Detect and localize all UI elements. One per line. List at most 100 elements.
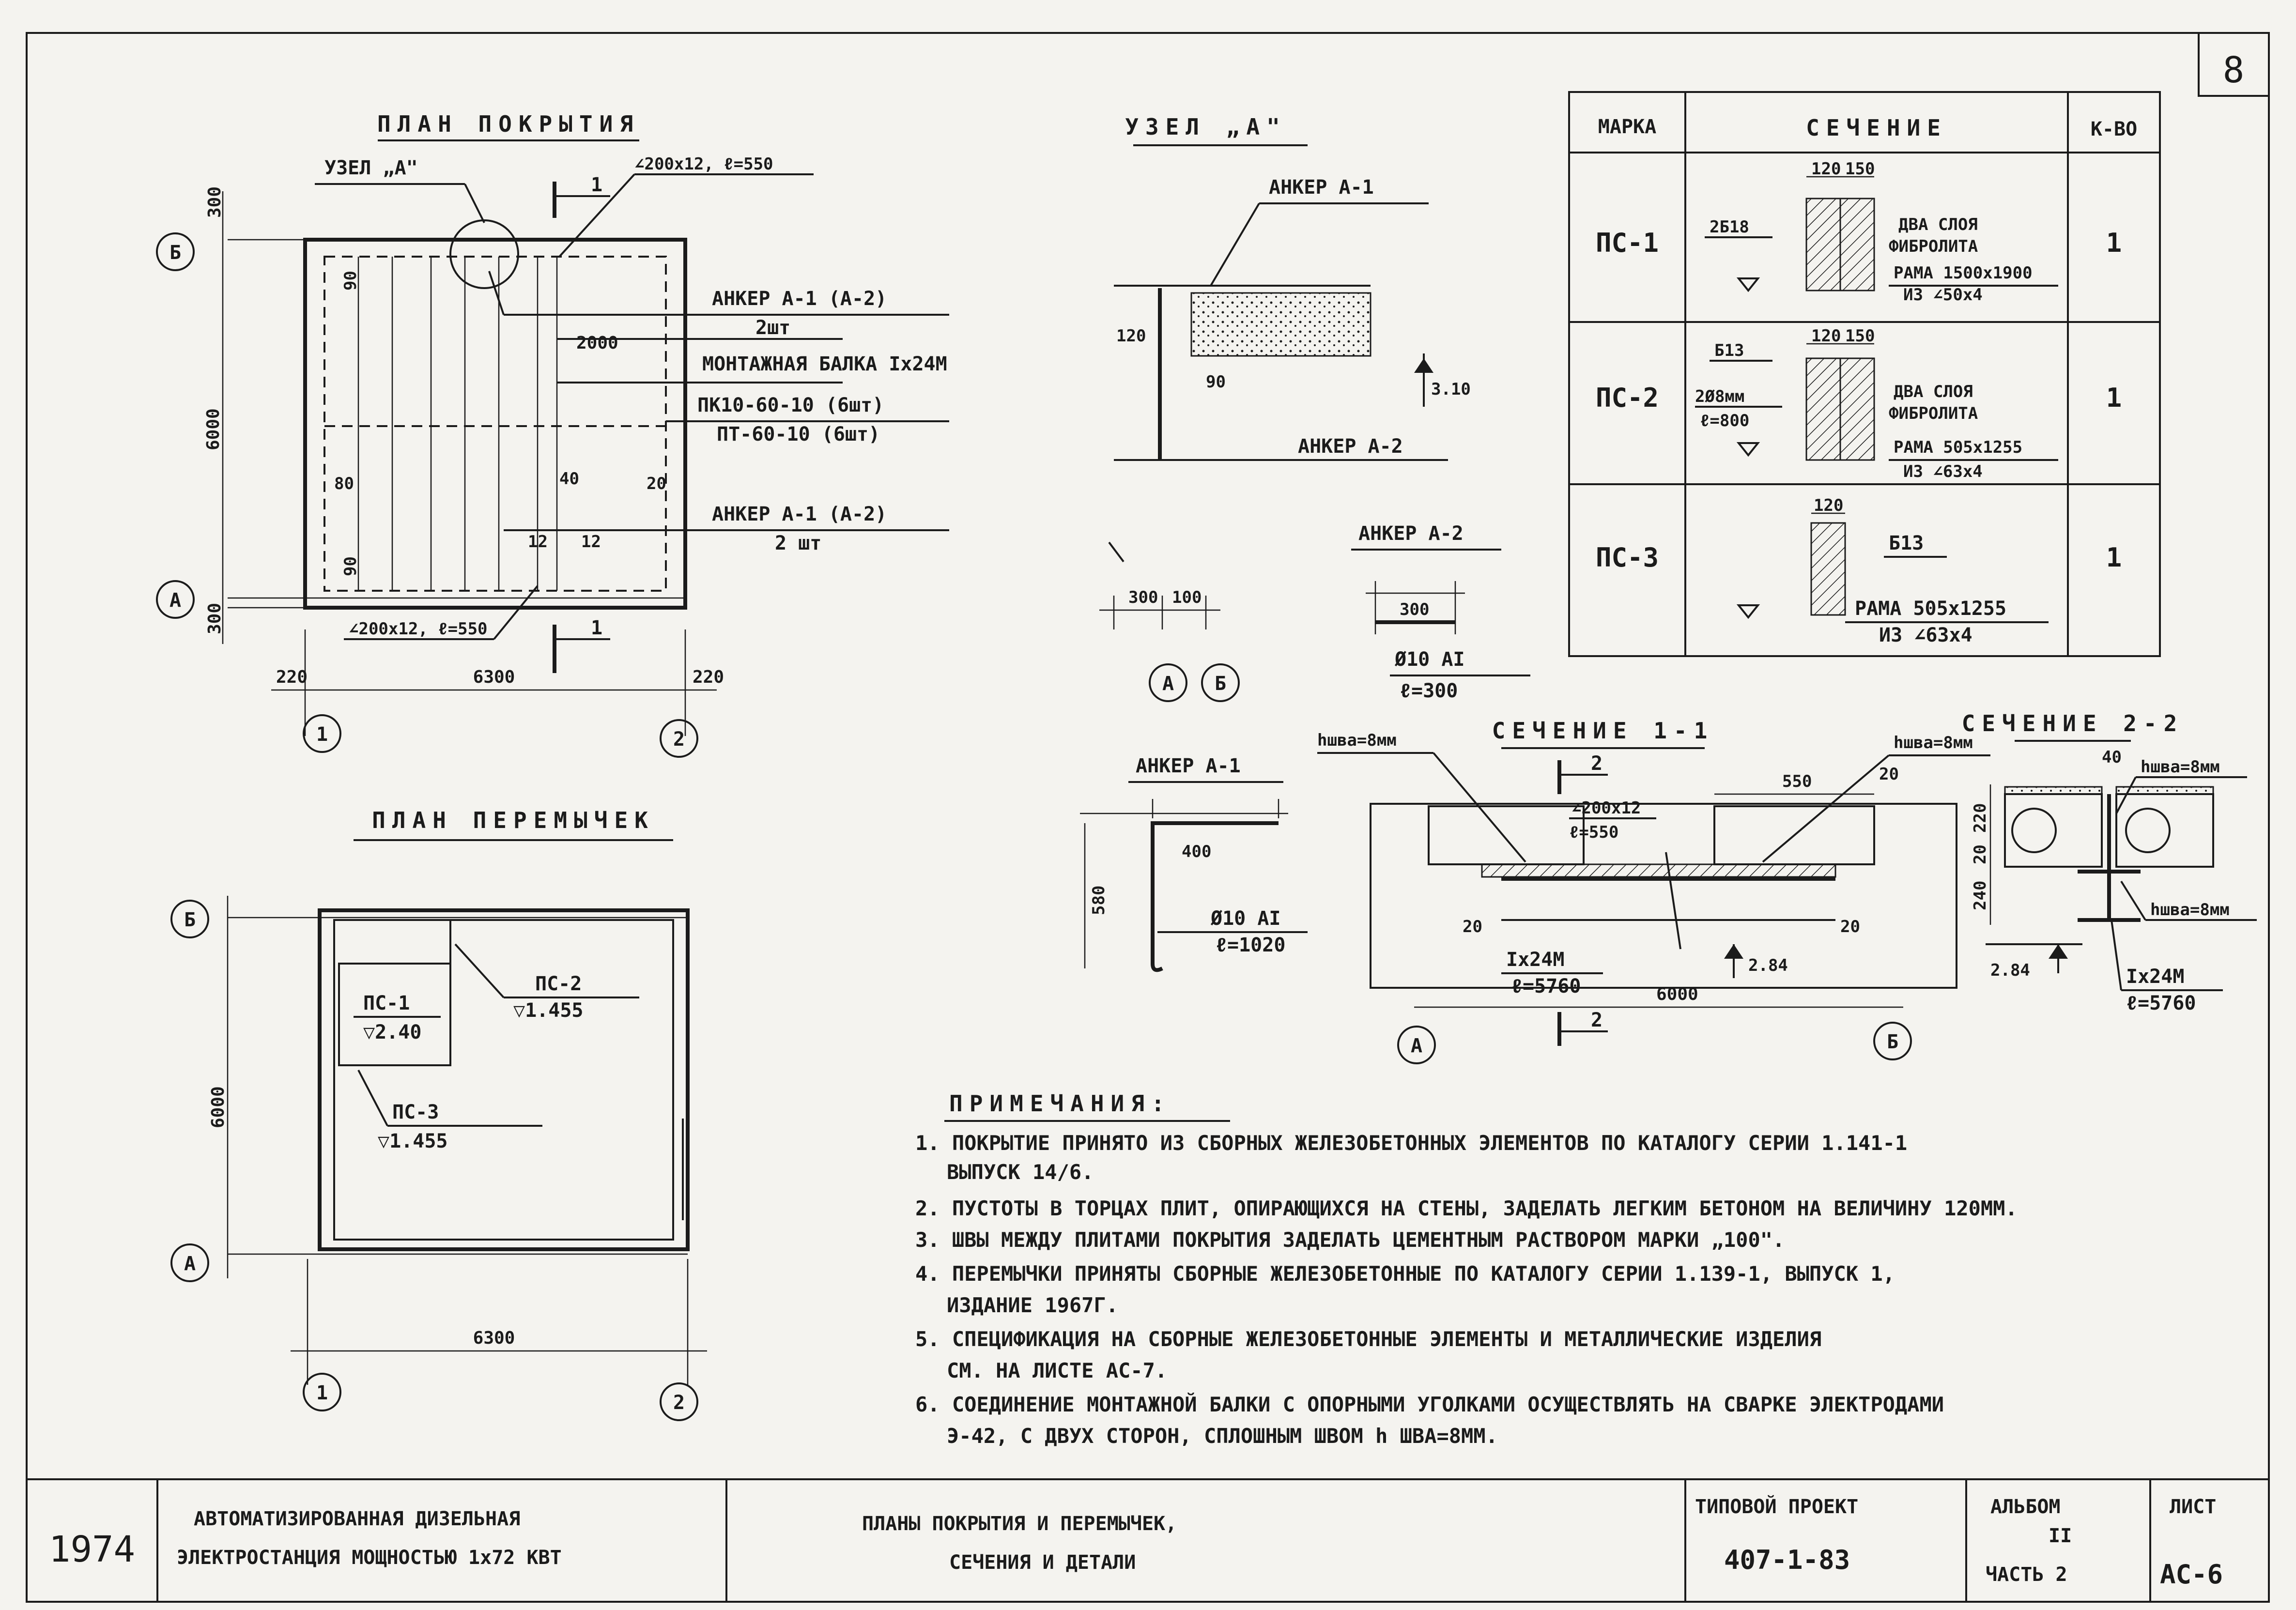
lintel-dim-6000: 6000	[208, 1086, 228, 1128]
anchor-a1-length: ℓ=1020	[1216, 934, 1285, 956]
node-a-dim-300: 300	[1128, 588, 1158, 607]
lintel-axis-1: 1	[316, 1382, 328, 1404]
spec-row1-angle: ИЗ ∠50х4	[1903, 285, 1983, 305]
title-sheet-line1: ПЛАНЫ ПОКРЫТИЯ И ПЕРЕМЫЧЕК,	[862, 1513, 1177, 1535]
title-typical-label: ТИПОВОЙ ПРОЕКТ	[1695, 1495, 1858, 1518]
title-sheet-label: ЛИСТ	[2170, 1496, 2216, 1518]
spec-row2-angle: ИЗ ∠63х4	[1903, 462, 1983, 481]
section-2-2-dim-40: 40	[2102, 748, 2122, 767]
note-line-7: 5. СПЕЦИФИКАЦИЯ НА СБОРНЫЕ ЖЕЛЕЗОБЕТОННЫ…	[915, 1327, 1821, 1351]
spec-row3-angle: ИЗ ∠63х4	[1879, 624, 1972, 646]
sheet-number-box	[2198, 32, 2270, 97]
node-a-anchor-a2: АНКЕР А-2	[1298, 435, 1403, 458]
anchor-a2-length: ℓ=300	[1400, 680, 1458, 702]
section-2-2: СЕЧЕНИЕ 2-2 220 20 240 40 hшва=8мм hшва=…	[1962, 710, 2257, 1014]
section-1-1-cut-top: 2	[1591, 752, 1603, 775]
anchor-a1-dim-580: 580	[1089, 886, 1109, 915]
node-a-dim-90: 90	[1206, 372, 1226, 392]
title-part: ЧАСТЬ 2	[1986, 1564, 2067, 1586]
roof-angle-top: ∠200х12, ℓ=550	[634, 154, 773, 174]
section-1-1-beam-len: ℓ=5760	[1511, 975, 1581, 997]
spec-row1-mark: ПС-1	[1596, 228, 1659, 258]
roof-axis-a: А	[170, 589, 181, 612]
note-line-5: 4. ПЕРЕМЫЧКИ ПРИНЯТЫ СБОРНЫЕ ЖЕЛЕЗОБЕТОН…	[915, 1262, 1895, 1286]
spec-row2-mark: ПС-2	[1596, 383, 1659, 413]
node-a-dim-120: 120	[1116, 326, 1146, 346]
anchor-a2-bar: Ø10 АI	[1394, 648, 1465, 671]
title-sheet-code: АС-6	[2160, 1559, 2223, 1590]
roof-dim-220-left: 220	[276, 667, 308, 687]
spec-row2-bar: Б13	[1714, 341, 1744, 360]
lintel-plan: ПЛАН ПЕРЕМЫЧЕК 6000 6300 ПС-2 ▽1.455 ПС-…	[170, 807, 707, 1421]
lintel-axis-2: 2	[673, 1392, 685, 1414]
section-2-2-weld-bottom: hшва=8мм	[2150, 900, 2230, 920]
spec-row2-bar2-len: ℓ=800	[1700, 411, 1749, 430]
note-line-3: 2. ПУСТОТЫ В ТОРЦАХ ПЛИТ, ОПИРАЮЩИХСЯ НА…	[915, 1196, 2018, 1220]
roof-axis-b: Б	[170, 242, 181, 264]
roof-dim-40: 40	[559, 469, 579, 489]
section-1-1-dim-20a: 20	[1879, 765, 1899, 784]
roof-node-label: УЗЕЛ „А"	[324, 157, 418, 179]
anchor-a2-detail: АНКЕР А-2 300 Ø10 АI ℓ=300	[1351, 522, 1530, 702]
title-project-line2: ЭЛЕКТРОСТАНЦИЯ МОЩНОСТЬЮ 1х72 КВТ	[177, 1547, 562, 1569]
lintel-pc3-level: ▽1.455	[378, 1130, 448, 1152]
spec-header-section: СЕЧЕНИЕ	[1806, 115, 1947, 141]
roof-dim-90b: 90	[341, 556, 360, 576]
roof-dim-6000: 6000	[203, 408, 223, 450]
lintel-pc2-level: ▽1.455	[513, 999, 584, 1022]
roof-cut-mark-bottom: 1	[591, 617, 602, 639]
spec-row3-bar: Б13	[1889, 532, 1924, 554]
lintel-axis-b: Б	[184, 909, 196, 931]
section-2-2-beam: Iх24М	[2126, 966, 2184, 988]
spec-row1-frame: РАМА 1500х1900	[1894, 263, 2033, 283]
roof-slab-2: ПТ-60-10 (6шт)	[717, 423, 880, 445]
section-1-1-weld-left: hшва=8мм	[1317, 731, 1397, 750]
spec-row2-layers: ДВА СЛОЯ	[1894, 382, 1973, 401]
node-a-dim-100: 100	[1172, 588, 1202, 607]
section-2-2-dim-220: 220	[1971, 803, 1990, 833]
roof-axis-1: 1	[316, 723, 328, 746]
spec-row1-layers: ДВА СЛОЯ	[1898, 215, 1978, 234]
node-a-detail: УЗЕЛ „А" АНКЕР А-1 АНКЕР А-2 120 90 3.10…	[1099, 114, 1471, 702]
anchor-a1-bar: Ø10 АI	[1210, 907, 1281, 930]
roof-anchor-bottom: АНКЕР А-1 (А-2)	[712, 503, 887, 525]
note-line-10: Э-42, С ДВУХ СТОРОН, СПЛОШНЫМ ШВОМ h ШВА…	[947, 1424, 1498, 1448]
roof-dim-12a: 12	[528, 532, 548, 552]
node-a-level: 3.10	[1431, 380, 1471, 399]
note-line-8: СМ. НА ЛИСТЕ АС-7.	[947, 1359, 1167, 1382]
lintel-axis-a: А	[184, 1253, 196, 1275]
roof-beam: МОНТАЖНАЯ БАЛКА Iх24М	[702, 353, 947, 375]
section-1-1-dim-20b: 20	[1463, 917, 1482, 936]
anchor-a2-dim-300: 300	[1400, 600, 1429, 619]
roof-anchor-bottom-qty: 2 шт	[775, 532, 821, 554]
spec-row3-qty: 1	[2106, 542, 2122, 573]
node-a-axis-b: Б	[1215, 673, 1226, 695]
lintel-pc1: ПС-1	[363, 992, 410, 1014]
roof-dim-90a: 90	[341, 271, 360, 291]
title-typical-number: 407-1-83	[1724, 1545, 1850, 1575]
title-block: 1974 АВТОМАТИЗИРОВАННАЯ ДИЗЕЛЬНАЯ ЭЛЕКТР…	[27, 1478, 2269, 1602]
section-2-2-beam-len: ℓ=5760	[2126, 992, 2196, 1014]
roof-dim-80: 80	[334, 474, 354, 493]
roof-dim-12b: 12	[581, 532, 601, 552]
spec-row2-d1: 120	[1811, 326, 1841, 346]
section-1-1-angle: ∠200х12	[1572, 798, 1641, 818]
sheet-border	[26, 32, 2270, 1603]
section-2-2-level: 2.84	[1990, 961, 2030, 980]
spec-row2-d2: 150	[1845, 326, 1875, 346]
roof-dim-20: 20	[647, 474, 666, 493]
spec-row2-frame: РАМА 505х1255	[1894, 438, 2022, 457]
roof-anchor-top: АНКЕР А-1 (А-2)	[712, 288, 887, 310]
notes: ПРИМЕЧАНИЯ: 1. ПОКРЫТИЕ ПРИНЯТО ИЗ СБОРН…	[915, 1090, 2018, 1448]
anchor-a1-dim-400: 400	[1182, 842, 1211, 861]
section-1-1: СЕЧЕНИЕ 1-1 2 2 hшва=8мм hшва=8мм ∠200х1…	[1317, 718, 1990, 1064]
note-line-1: 1. ПОКРЫТИЕ ПРИНЯТО ИЗ СБОРНЫХ ЖЕЛЕЗОБЕТ…	[915, 1131, 1907, 1155]
notes-title: ПРИМЕЧАНИЯ:	[949, 1090, 1171, 1117]
roof-dim-220-right: 220	[693, 667, 724, 687]
title-year: 1974	[49, 1529, 135, 1570]
roof-dim-300-bottom: 300	[205, 603, 225, 634]
section-1-1-beam: Iх24М	[1506, 949, 1564, 971]
roof-slab-1: ПК10-60-10 (6шт)	[697, 394, 884, 416]
section-1-1-cut-bottom: 2	[1591, 1009, 1603, 1031]
